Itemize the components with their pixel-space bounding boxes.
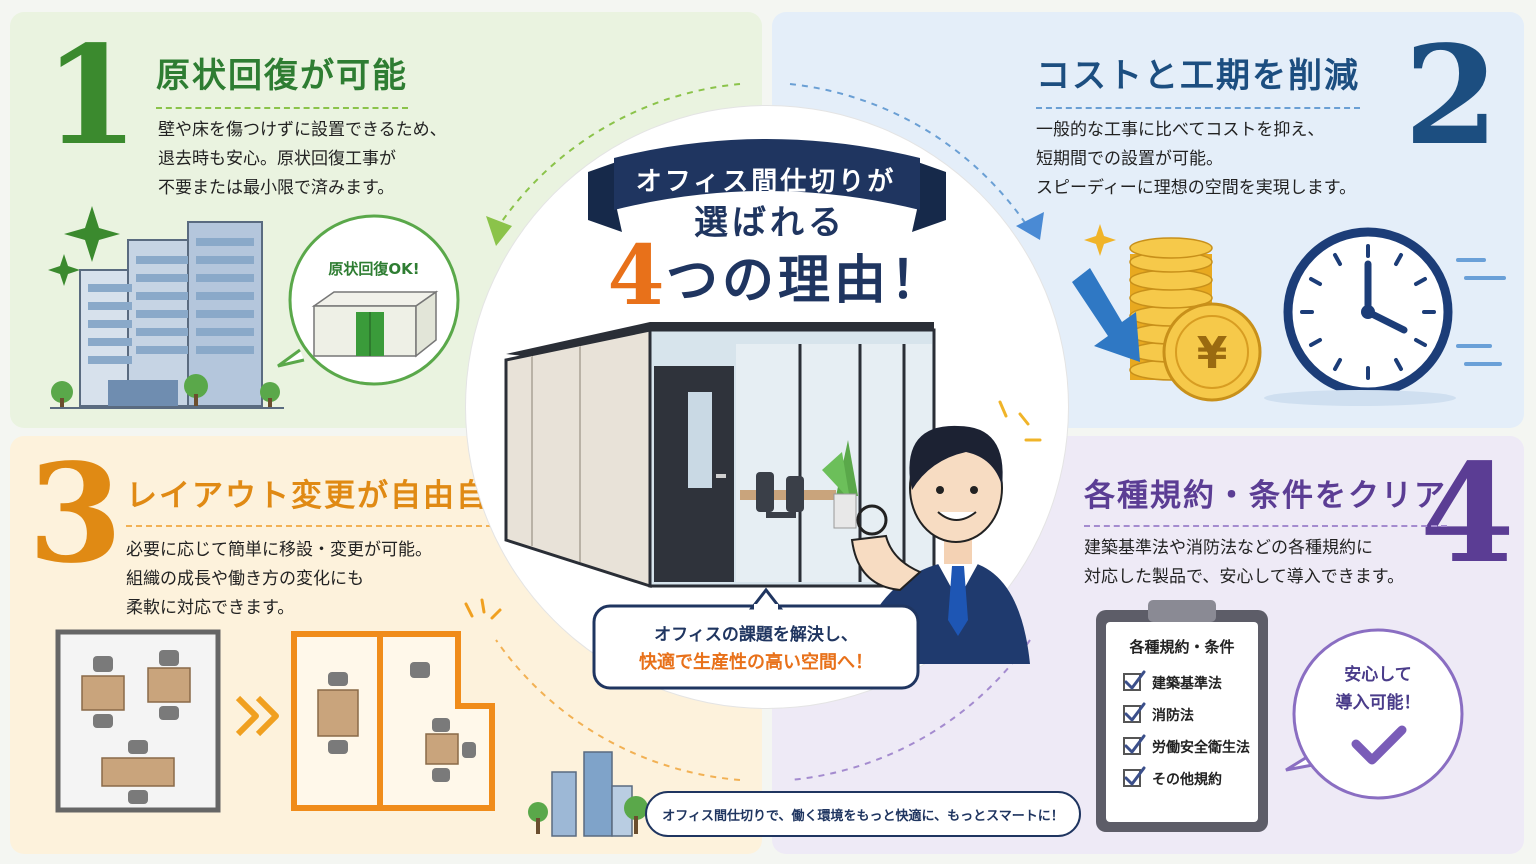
title-ribbon: オフィス間仕切りが bbox=[588, 139, 946, 232]
checklist-item: 労働安全衛生法 bbox=[1152, 739, 1250, 756]
checkmark-icon bbox=[1351, 725, 1407, 765]
reason-2-description: 一般的な工事に比べてコストを抑え、短期間での設置が可能。スピーディーに理想の空間… bbox=[1036, 120, 1357, 198]
footer-slogan: オフィス間仕切りで、働く環境をもっと快適に、もっとスマートに！ bbox=[662, 808, 1063, 824]
reason-1-title: 原状回復が可能 bbox=[156, 48, 408, 109]
badge-line-1: 安心して bbox=[1344, 664, 1412, 685]
checklist-title: 各種規約・条件 bbox=[1128, 638, 1234, 656]
down-arrow-icon bbox=[1072, 268, 1140, 362]
reason-4-description: 建築基準法や消防法などの各種規約に対応した製品で、安心して導入できます。 bbox=[1084, 538, 1405, 587]
sparkle-icon bbox=[1084, 224, 1116, 256]
checklist-item: 消防法 bbox=[1152, 707, 1194, 724]
ribbon-text: オフィス間仕切りが bbox=[636, 166, 896, 197]
reason-3-title: レイアウト変更が自由自在 bbox=[126, 470, 522, 527]
reason-2-number: 2 bbox=[1404, 16, 1499, 176]
coin-stack-icon: ¥ bbox=[1129, 237, 1262, 402]
restore-ok-label: 原状回復OK! bbox=[328, 260, 419, 278]
reason-4-number: 4 bbox=[1420, 434, 1515, 594]
clock-icon bbox=[1283, 227, 1506, 397]
checklist-item: その他規約 bbox=[1152, 771, 1222, 788]
layout-icon bbox=[55, 598, 502, 813]
heading-line-1: 選ばれる bbox=[694, 203, 846, 243]
clipboard-icon: 各種規約・条件 建築基準法 消防法 労働安全衛生法 その他規約 bbox=[1096, 600, 1268, 832]
reason-3-description: 必要に応じて簡単に移設・変更が可能。組織の成長や働き方の変化にも柔軟に対応できま… bbox=[126, 540, 432, 618]
bubble-line-2: 快適で生産性の高い空間へ！ bbox=[639, 651, 873, 673]
double-chevron-icon bbox=[235, 695, 279, 737]
bubble-line-1: オフィスの課題を解決し、 bbox=[654, 624, 858, 645]
sparkle-icon bbox=[48, 206, 120, 286]
heading-line-2: つの理由！ bbox=[666, 251, 946, 311]
office-partition-icon bbox=[504, 322, 936, 589]
reason-1-number: 1 bbox=[44, 16, 139, 176]
reason-3-number: 3 bbox=[28, 434, 123, 594]
heading-number: 4 bbox=[607, 228, 664, 324]
reason-4-title: 各種規約・条件をクリア bbox=[1084, 470, 1447, 527]
speech-bubble: オフィスの課題を解決し、 快適で生産性の高い空間へ！ bbox=[592, 587, 920, 690]
reason-2-title: コストと工期を削減 bbox=[1036, 48, 1360, 109]
yen-symbol: ¥ bbox=[1197, 328, 1228, 379]
reassurance-bubble: 安心して 導入可能！ bbox=[1285, 628, 1464, 800]
building-icon bbox=[50, 221, 284, 409]
reason-1-description: 壁や床を傷つけずに設置できるため、退去時も安心。原状回復工事が不要または最小限で… bbox=[158, 120, 447, 198]
badge-line-2: 導入可能！ bbox=[1336, 692, 1421, 713]
room-icon: 原状回復OK! bbox=[277, 214, 460, 386]
city-icon bbox=[528, 751, 648, 837]
checklist-item: 建築基準法 bbox=[1152, 675, 1222, 692]
